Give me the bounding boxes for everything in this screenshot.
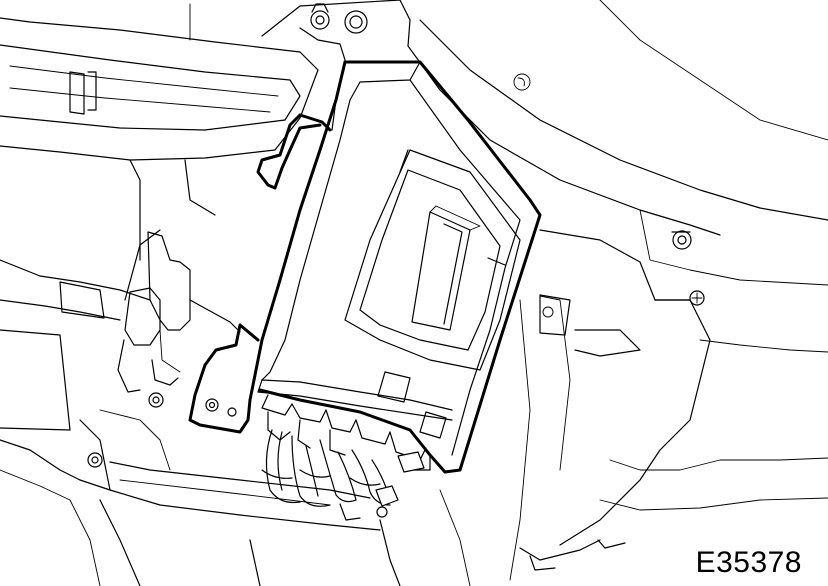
control-module <box>248 60 542 474</box>
top-bracket <box>261 0 531 91</box>
lower-tray <box>0 461 471 586</box>
wiring-harness <box>261 394 427 521</box>
module-mounting-bracket <box>188 113 332 434</box>
dashboard-right-structure <box>407 0 828 581</box>
air-vent-frame <box>0 3 319 261</box>
left-dashboard-structure <box>0 229 241 491</box>
figure-reference-code: E35378 <box>695 546 802 579</box>
